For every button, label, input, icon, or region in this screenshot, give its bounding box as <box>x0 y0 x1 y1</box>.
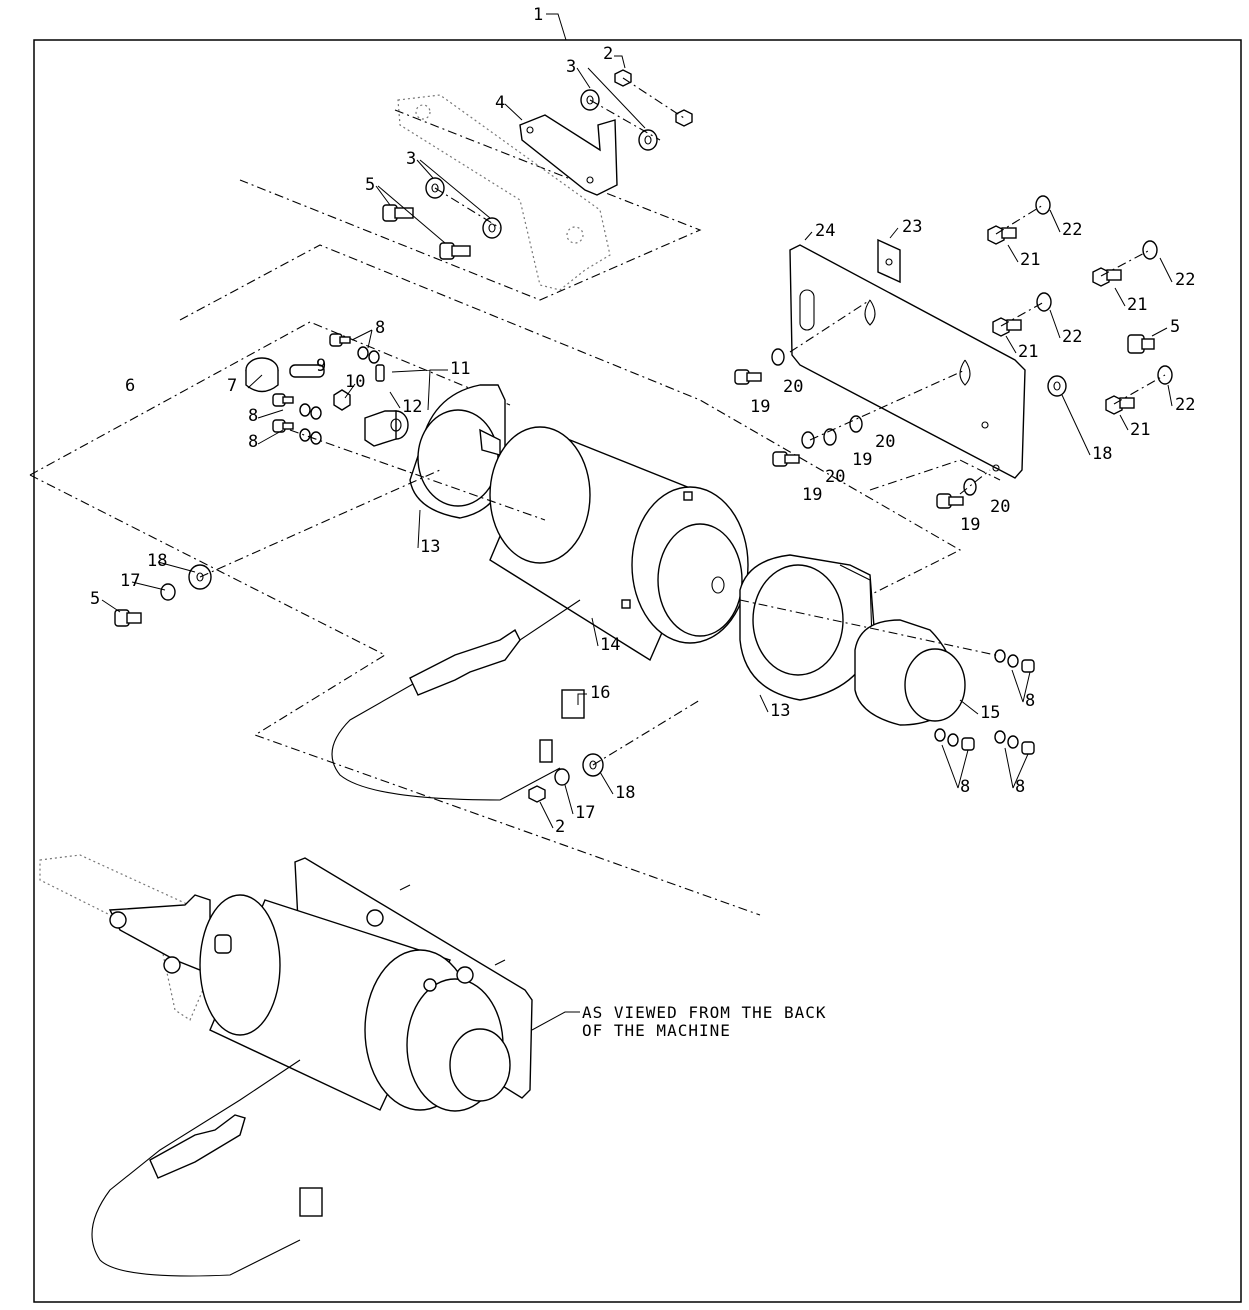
view-note-line2: OF THE MACHINE <box>582 1021 731 1040</box>
callout-c18b: 18 <box>147 551 167 571</box>
callout-c10: 10 <box>345 372 365 392</box>
callout-c21d: 21 <box>1130 420 1150 440</box>
callout-c20c: 20 <box>825 467 845 487</box>
motor-assembly-group <box>29 321 1035 916</box>
callout-c21c: 21 <box>1018 342 1038 362</box>
callout-c8e: 8 <box>960 777 970 797</box>
callout-c8f: 8 <box>1015 777 1025 797</box>
drawing-frame <box>33 39 1242 1303</box>
callout-c13b: 13 <box>770 701 790 721</box>
callout-c8d: 8 <box>1025 691 1035 711</box>
callout-c12: 12 <box>402 397 422 417</box>
callout-c5c: 5 <box>90 589 100 609</box>
callout-c15: 15 <box>980 703 1000 723</box>
assembled-view-group <box>39 854 580 1277</box>
callout-c18a: 18 <box>1092 444 1112 464</box>
callout-c8c: 8 <box>248 432 258 452</box>
callout-leaders <box>101 55 1173 829</box>
callout-c20a: 20 <box>783 377 803 397</box>
part-23 <box>877 238 901 284</box>
callout-c21b: 21 <box>1127 295 1147 315</box>
callout-c23: 23 <box>902 217 922 237</box>
callout-c2b: 2 <box>555 817 565 837</box>
callout-c6: 6 <box>125 376 135 396</box>
callout-c5b: 5 <box>1170 317 1180 337</box>
top-bracket-group <box>239 69 702 301</box>
callout-c7: 7 <box>227 376 237 396</box>
callout-c21a: 21 <box>1020 250 1040 270</box>
callout-c22a: 22 <box>1062 220 1082 240</box>
callout-labels: 2 3 4 3 5 24 23 22 21 22 21 22 21 5 22 2… <box>90 44 1195 837</box>
callout-c13a: 13 <box>420 537 440 557</box>
assembly-label: 1 <box>533 5 543 25</box>
callout-c19b: 19 <box>852 450 872 470</box>
callout-c5a: 5 <box>365 175 375 195</box>
callout-c4: 4 <box>495 93 505 113</box>
callout-c11: 11 <box>450 359 470 379</box>
callout-c14: 14 <box>600 635 620 655</box>
callout-c8a: 8 <box>375 318 385 338</box>
callout-c18c: 18 <box>615 783 635 803</box>
view-note-line1: AS VIEWED FROM THE BACK <box>582 1003 827 1022</box>
callout-c17a: 17 <box>120 571 140 591</box>
callout-c22b: 22 <box>1175 270 1195 290</box>
callout-c20b: 20 <box>875 432 895 452</box>
callout-c9: 9 <box>316 356 326 376</box>
mounting-plate-24 <box>789 244 1026 479</box>
callout-c22d: 22 <box>1175 395 1195 415</box>
callout-c20d: 20 <box>990 497 1010 517</box>
callout-c19c: 19 <box>802 485 822 505</box>
callout-c19a: 19 <box>750 397 770 417</box>
callout-c8b: 8 <box>248 406 258 426</box>
callout-c3b: 3 <box>406 149 416 169</box>
callout-c16: 16 <box>590 683 610 703</box>
callout-c17b: 17 <box>575 803 595 823</box>
callout-c2a: 2 <box>603 44 613 64</box>
callout-c24: 24 <box>815 221 835 241</box>
callout-c19d: 19 <box>960 515 980 535</box>
bracket-4 <box>519 114 618 196</box>
mounting-plate-group <box>179 195 1173 651</box>
callout-c22c: 22 <box>1062 327 1082 347</box>
callout-c3a: 3 <box>566 57 576 77</box>
